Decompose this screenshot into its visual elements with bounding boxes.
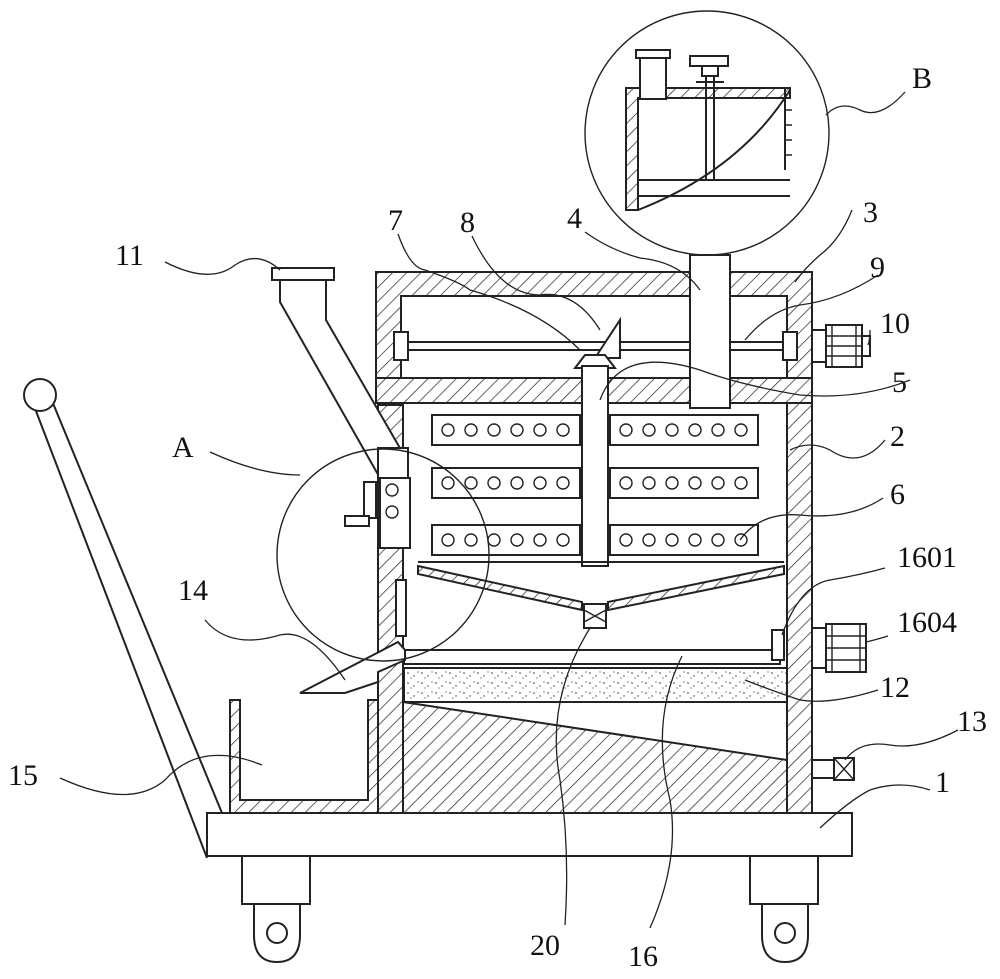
label-13: 13 (957, 705, 987, 738)
funnel-screen (417, 561, 785, 629)
label-5: 5 (892, 366, 907, 399)
collection-bin (229, 699, 379, 814)
left-wheel (241, 855, 311, 964)
leader-lines (59, 91, 959, 929)
part-labels: 11 7 8 4 3 9 10 5 2 6 1601 1604 12 13 1 … (8, 62, 987, 973)
label-20: 20 (530, 929, 560, 962)
discharge-chute (299, 640, 406, 694)
label-8: 8 (460, 206, 475, 239)
bevel-gears (572, 316, 621, 369)
screen-frame (395, 579, 785, 665)
label-2: 2 (890, 420, 905, 453)
side-motor (811, 623, 867, 673)
label-a: A (172, 431, 194, 464)
feed-hopper (271, 267, 410, 480)
feed-pipe (689, 254, 731, 409)
label-6: 6 (890, 478, 905, 511)
detail-circle-a (276, 448, 490, 662)
detail-circle-b (584, 10, 830, 256)
label-3: 3 (863, 196, 878, 229)
crank-mechanism (344, 477, 411, 549)
push-handle (23, 378, 223, 859)
stirring-bars (431, 414, 759, 556)
label-1604: 1604 (897, 606, 957, 639)
filter-layer (403, 667, 788, 703)
label-1601: 1601 (897, 541, 957, 574)
drain-valve (811, 757, 855, 781)
base-plate (206, 812, 853, 857)
top-motor (811, 324, 871, 368)
label-9: 9 (870, 251, 885, 284)
label-14: 14 (178, 574, 208, 607)
label-15: 15 (8, 759, 38, 792)
label-4: 4 (567, 202, 582, 235)
right-wheel (749, 855, 819, 964)
label-7: 7 (388, 204, 403, 237)
label-10: 10 (880, 307, 910, 340)
label-1: 1 (935, 766, 950, 799)
vertical-shaft (581, 365, 609, 567)
label-11: 11 (115, 239, 144, 272)
label-12: 12 (880, 671, 910, 704)
label-b: B (912, 62, 932, 95)
label-16: 16 (628, 940, 658, 973)
